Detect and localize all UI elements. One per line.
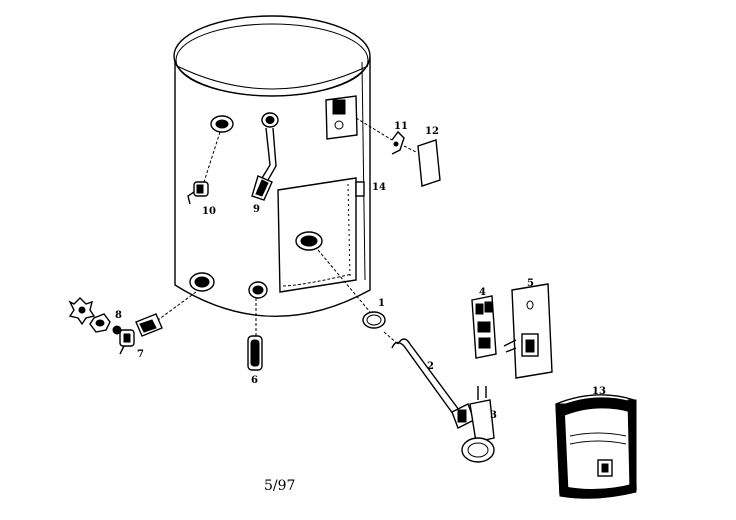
part-6-dip-tube — [247, 298, 263, 371]
part-11-clip — [355, 117, 405, 155]
callout-6: 6 — [251, 375, 258, 386]
label-plate-14 — [355, 181, 365, 197]
callout-13: 13 — [592, 386, 606, 397]
callout-11: 11 — [394, 121, 408, 132]
tank-fittings — [189, 112, 365, 299]
part-9-hot-outlet — [251, 127, 277, 201]
part-1-gasket — [317, 249, 386, 329]
callout-2: 2 — [427, 361, 434, 372]
callout-4: 4 — [479, 287, 486, 298]
callout-8: 8 — [115, 310, 122, 321]
callout-7: 7 — [137, 349, 144, 360]
callout-9: 9 — [253, 204, 260, 215]
part-13-access-door — [555, 394, 637, 499]
callout-10: 10 — [202, 206, 216, 217]
lower-access-opening — [277, 177, 357, 293]
callout-3: 3 — [490, 410, 497, 421]
part-10-relief-valve — [187, 131, 221, 205]
part-7-8-drain-valve — [68, 291, 197, 355]
callout-1: 1 — [378, 298, 385, 309]
part-2-heating-element — [383, 331, 475, 429]
part-4-thermostat — [471, 295, 497, 359]
part-5-cover-plate — [503, 283, 553, 379]
callout-5: 5 — [527, 278, 534, 289]
part-12-cover — [403, 139, 441, 187]
callout-12: 12 — [425, 126, 439, 137]
revision-date: 5/97 — [264, 478, 295, 494]
callout-14: 14 — [372, 182, 386, 193]
upper-access-opening — [325, 95, 358, 140]
part-3-element-bracket — [461, 386, 495, 463]
